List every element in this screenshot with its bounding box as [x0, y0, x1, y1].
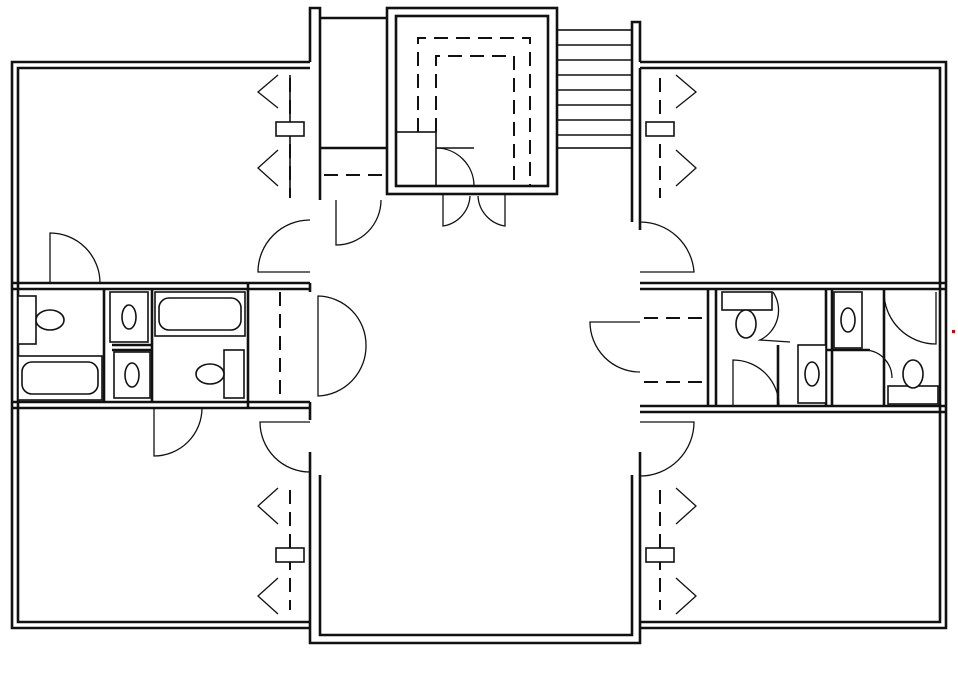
door-swing — [442, 194, 471, 227]
door-swings — [49, 219, 937, 477]
door-swing — [335, 199, 382, 246]
exterior-walls — [10, 6, 948, 645]
sink — [833, 291, 863, 349]
stair-treads — [556, 29, 633, 149]
door-swing — [477, 194, 506, 227]
closet-upper-left — [320, 16, 387, 246]
interior-walls — [12, 222, 946, 475]
door-swing — [435, 147, 475, 187]
closets — [275, 75, 706, 610]
edge-mark — [952, 330, 955, 333]
fixtures — [17, 291, 939, 405]
toilet — [195, 363, 225, 385]
toilet — [902, 359, 924, 389]
stair-core — [385, 6, 633, 227]
toilet — [735, 309, 757, 339]
toilet — [35, 309, 65, 331]
bifold-doors — [256, 74, 698, 615]
